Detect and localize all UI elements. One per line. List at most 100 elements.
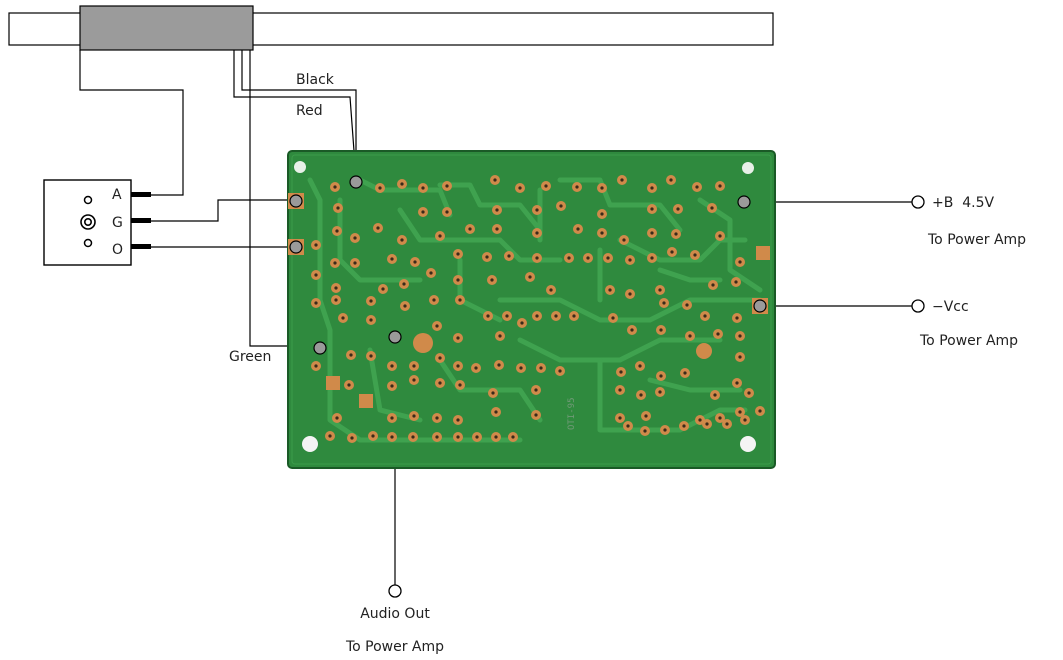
mount-hole-br [740,436,756,452]
jack-pin-a-lead [131,192,151,197]
pcb-edge-highlight [291,154,772,465]
solder-pad-hole [643,429,647,433]
solder-pad-hole [575,185,579,189]
solder-pad-hole [535,314,539,318]
solder-pad-hole [498,334,502,338]
pcb-board: OTI-95 [287,150,776,469]
solder-pad-hole [738,260,742,264]
solder-pad-hole [334,286,338,290]
solder-pad-hole [738,410,742,414]
solder-pad-hole [493,178,497,182]
solder-pad-hole [620,178,624,182]
solder-pad-hole [314,273,318,277]
conn-pad-plus-b [737,195,751,209]
solder-pad-hole [347,383,351,387]
solder-pad-hole [670,250,674,254]
solder-pad-hole [639,393,643,397]
solder-pad-hole [412,414,416,418]
jack-body [43,179,132,266]
solder-pad-hole [445,210,449,214]
terminal-minus-vcc [911,299,925,313]
solder-pad-hole [485,255,489,259]
solder-pad-hole [735,381,739,385]
solder-pad-hole [676,207,680,211]
solder-pad-hole [390,364,394,368]
solder-pad-hole [725,422,729,426]
solder-pad-hole [336,206,340,210]
pad-large-1 [413,333,433,353]
solder-pad-hole [432,298,436,302]
solder-pad-hole [371,434,375,438]
label-plus-b-sub: To Power Amp [927,232,1026,248]
conn-pad-g-dot [289,194,303,208]
solder-pad-hole [734,280,738,284]
solder-pad-hole [559,204,563,208]
solder-pad-hole [630,328,634,332]
solder-pad-hole [497,363,501,367]
solder-pad-hole [456,364,460,368]
solder-pad-hole [412,364,416,368]
solder-pad-hole [628,292,632,296]
solder-pad-hole [735,316,739,320]
solder-pad-hole [519,366,523,370]
jack-pin-g-lead [131,218,151,223]
pad-square-3 [756,246,770,260]
jack-pin-a-label: A [112,187,122,203]
mic-connector-block [79,5,254,51]
solder-pad-hole [402,282,406,286]
jack-hole-g-outer [80,214,96,230]
solder-pad-hole [626,424,630,428]
solder-pad-hole [400,182,404,186]
solder-pad-hole [606,256,610,260]
solder-pad-hole [688,334,692,338]
solder-pad-hole [695,185,699,189]
solder-pad-hole [663,428,667,432]
solder-pad-hole [528,275,532,279]
solder-pad-hole [576,227,580,231]
solder-pad-hole [475,435,479,439]
solder-pad-hole [495,227,499,231]
solder-pad-hole [600,231,604,235]
solder-pad-hole [468,227,472,231]
label-audio-out-sub: To Power Amp [345,639,444,655]
solder-pad-hole [376,226,380,230]
conn-pad-red-black [349,175,363,189]
solder-pad-hole [429,271,433,275]
mount-hole-bl [302,436,318,452]
solder-pad-hole [539,366,543,370]
solder-pad-hole [758,409,762,413]
solder-pad-hole [421,186,425,190]
solder-pad-hole [438,234,442,238]
solder-pad-hole [682,424,686,428]
solder-pad-hole [350,436,354,440]
jack-pin-g-label: G [112,215,123,231]
jack-pin-o-lead [131,244,151,249]
solder-pad-hole [718,416,722,420]
solder-pad-hole [669,178,673,182]
solder-pad-hole [600,186,604,190]
solder-pad-hole [662,301,666,305]
pad-square-1 [326,376,340,390]
solder-pad-hole [456,252,460,256]
conn-pad-audio [388,330,402,344]
solder-pad-hole [369,318,373,322]
solder-pad-hole [494,435,498,439]
solder-pad-hole [314,243,318,247]
solder-pad-hole [554,314,558,318]
solder-pad-hole [494,410,498,414]
solder-pad-hole [390,257,394,261]
solder-pad-hole [693,253,697,257]
jack-hole-o [83,238,93,248]
solder-pad-hole [456,435,460,439]
solder-pad-hole [400,238,404,242]
solder-pad-hole [349,353,353,357]
solder-pad-hole [618,388,622,392]
solder-pad-hole [558,369,562,373]
solder-pad-hole [535,231,539,235]
solder-pad-hole [572,314,576,318]
conn-pad-o-dot [289,240,303,254]
solder-pad-hole [412,378,416,382]
conn-pad-minus-vcc-dot [753,299,767,313]
solder-pad-hole [619,370,623,374]
solder-pad-hole [659,374,663,378]
